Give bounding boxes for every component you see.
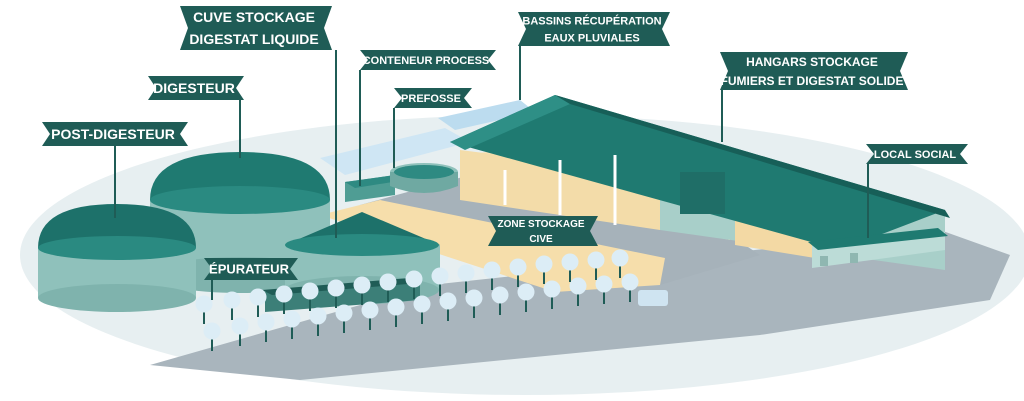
tree: [379, 273, 397, 302]
label-bassins-text: BASSINS RÉCUPÉRATION: [522, 14, 661, 27]
tree: [309, 307, 327, 336]
tree: [257, 313, 275, 342]
tree: [231, 317, 249, 346]
label-bassins-text: EAUX PLUVIALES: [544, 32, 639, 44]
label-zone-stockage-text: ZONE STOCKAGE: [497, 219, 584, 230]
label-cuve-stockage-text: DIGESTAT LIQUIDE: [189, 31, 318, 47]
post-digesteur-tank: [38, 204, 196, 312]
tree: [595, 275, 613, 304]
label-post-digesteur: POST-DIGESTEUR: [42, 122, 188, 218]
label-post-digesteur-text: POST-DIGESTEUR: [51, 126, 175, 142]
tree: [535, 255, 553, 284]
tree-row: [195, 249, 639, 351]
label-digesteur-text: DIGESTEUR: [153, 80, 235, 96]
label-hangars-text: FUMIERS ET DIGESTAT SOLIDE: [721, 74, 904, 88]
label-zone-stockage: ZONE STOCKAGE CIVE: [488, 216, 598, 246]
tree: [621, 273, 639, 302]
label-cuve-stockage-text: CUVE STOCKAGE: [193, 9, 315, 25]
tree: [439, 292, 457, 321]
tree: [465, 289, 483, 318]
label-epurateur: ÉPURATEUR: [204, 258, 298, 300]
label-digesteur: DIGESTEUR: [148, 76, 244, 158]
label-hangars: HANGARS STOCKAGE FUMIERS ET DIGESTAT SOLI…: [720, 52, 908, 142]
tree: [483, 261, 501, 290]
tree: [353, 276, 371, 305]
tree: [413, 295, 431, 324]
tree: [275, 285, 293, 314]
tree: [301, 282, 319, 311]
local-social-building: [808, 228, 948, 268]
label-epurateur-text: ÉPURATEUR: [209, 262, 290, 277]
tree: [249, 288, 267, 317]
label-local-social: LOCAL SOCIAL: [866, 144, 968, 238]
label-prefosse: PREFOSSE: [393, 88, 472, 168]
tree: [405, 270, 423, 299]
tree: [431, 267, 449, 296]
access-road: [150, 230, 1010, 380]
label-hangars-text: HANGARS STOCKAGE: [746, 55, 878, 69]
tree: [223, 291, 241, 320]
label-bassins: BASSINS RÉCUPÉRATION EAUX PLUVIALES: [518, 12, 670, 100]
tree: [509, 258, 527, 287]
label-zone-stockage-text: CIVE: [529, 234, 553, 245]
tree: [543, 280, 561, 309]
label-prefosse-text: PREFOSSE: [401, 93, 461, 105]
label-conteneur-process-text: CONTENEUR PROCESS: [363, 55, 490, 67]
tree: [491, 286, 509, 315]
tree: [517, 283, 535, 312]
tree: [457, 264, 475, 293]
hangar-stockage: [450, 95, 950, 270]
tree: [611, 249, 629, 278]
tree: [587, 251, 605, 280]
label-cuve-stockage: CUVE STOCKAGE DIGESTAT LIQUIDE: [180, 6, 337, 238]
tree: [335, 304, 353, 333]
tree: [569, 277, 587, 306]
label-local-social-text: LOCAL SOCIAL: [874, 149, 957, 161]
tree: [561, 253, 579, 282]
tree: [327, 279, 345, 308]
tree: [195, 295, 213, 324]
tree: [361, 301, 379, 330]
label-conteneur-process: CONTENEUR PROCESS: [359, 50, 496, 186]
tree: [283, 310, 301, 339]
small-container: [638, 290, 668, 306]
tree: [387, 298, 405, 327]
tree: [203, 322, 221, 351]
